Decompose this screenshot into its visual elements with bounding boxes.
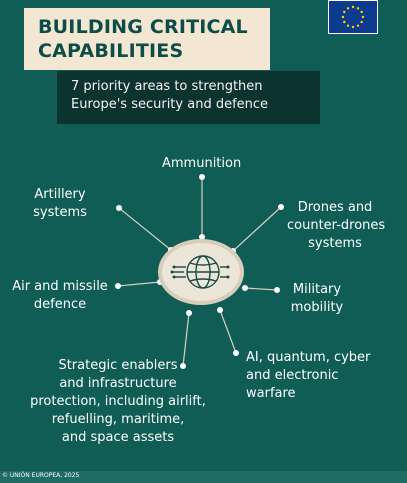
spoke-enablers xyxy=(182,312,190,367)
eu-star-icon xyxy=(346,24,350,27)
center-hub xyxy=(162,243,240,301)
label-ammunition-line: Ammunition xyxy=(162,156,242,171)
node-ammunition-inner xyxy=(199,234,205,240)
node-drones-outer xyxy=(278,204,284,210)
label-ammunition: Ammunition xyxy=(162,155,241,173)
node-enablers-outer xyxy=(180,363,186,369)
spoke-artillery xyxy=(118,207,172,251)
label-mobility-line-1: Military xyxy=(292,282,342,297)
label-artillery-line-2: systems xyxy=(33,205,87,220)
node-ai-outer xyxy=(233,350,239,356)
label-ai-line-1: AI, quantum, cyber xyxy=(246,350,371,365)
eu-star-icon xyxy=(341,15,345,19)
label-enablers-line-2: and infrastructure xyxy=(59,376,177,391)
label-enablers-line-1: Strategic enablers xyxy=(58,358,178,373)
title-box: BUILDING CRITICAL CAPABILITIES xyxy=(24,8,270,70)
node-mobility-outer xyxy=(274,287,280,293)
label-enablers: Strategic enablers and infrastructure pr… xyxy=(18,357,218,447)
label-enablers-line-5: and space assets xyxy=(61,430,175,445)
title-line-1: BUILDING CRITICAL xyxy=(38,16,248,38)
eu-star-icon xyxy=(346,7,350,10)
node-ai-inner xyxy=(217,307,223,313)
title-line-2: CAPABILITIES xyxy=(38,40,184,62)
label-ai: AI, quantum, cyber and electronic warfar… xyxy=(246,349,370,403)
label-drones: Drones and counter-drones systems xyxy=(287,199,386,253)
node-artillery-outer xyxy=(116,205,122,211)
eu-star-icon xyxy=(351,25,355,29)
node-ammunition-outer xyxy=(199,174,205,180)
label-ai-line-3: warfare xyxy=(246,386,296,401)
eu-star-icon xyxy=(351,5,355,9)
credit-bar: © UNIÓN EUROPEA, 2025 xyxy=(0,471,407,483)
eu-star-icon xyxy=(356,7,360,10)
spoke-mobility xyxy=(244,287,278,291)
label-drones-line-2: counter-drones xyxy=(287,218,386,233)
label-enablers-line-3: protection, including airlift, xyxy=(30,394,206,409)
eu-star-icon xyxy=(356,24,360,27)
spoke-drones xyxy=(232,206,282,252)
spoke-air xyxy=(117,281,161,287)
eu-star-icon xyxy=(343,10,346,14)
eu-star-icon xyxy=(343,20,346,24)
label-enablers-line-4: refuelling, maritime, xyxy=(51,412,185,427)
label-artillery-line-1: Artillery xyxy=(34,187,86,202)
label-ai-line-2: and electronic xyxy=(246,368,339,383)
label-drones-line-3: systems xyxy=(308,236,362,251)
label-drones-line-1: Drones and xyxy=(297,200,373,215)
node-drones-inner xyxy=(230,248,236,254)
label-air-line-2: defence xyxy=(33,297,87,312)
spoke-ai xyxy=(219,309,237,354)
globe-circuit-icon xyxy=(170,255,230,289)
eu-star-icon xyxy=(360,10,363,14)
node-enablers-inner xyxy=(186,310,192,316)
label-artillery: Artillery systems xyxy=(26,186,94,222)
node-mobility-inner xyxy=(242,285,248,291)
subtitle-box: 7 priority areas to strengthen Europe's … xyxy=(57,71,320,124)
eu-star-icon xyxy=(361,15,365,19)
label-mobility: Military mobility xyxy=(285,281,349,317)
eu-flag-icon xyxy=(328,0,378,34)
label-mobility-line-2: mobility xyxy=(290,300,344,315)
eu-star-icon xyxy=(360,20,363,24)
copyright-credit: © UNIÓN EUROPEA, 2025 xyxy=(2,472,80,479)
label-air: Air and missile defence xyxy=(6,278,114,314)
label-air-line-1: Air and missile xyxy=(12,279,108,294)
subtitle-line-2: Europe's security and defence xyxy=(71,97,269,112)
node-air-inner xyxy=(157,279,163,285)
eu-stars-icon xyxy=(341,5,365,29)
node-air-outer xyxy=(115,283,121,289)
subtitle-line-1: 7 priority areas to strengthen xyxy=(71,79,263,94)
